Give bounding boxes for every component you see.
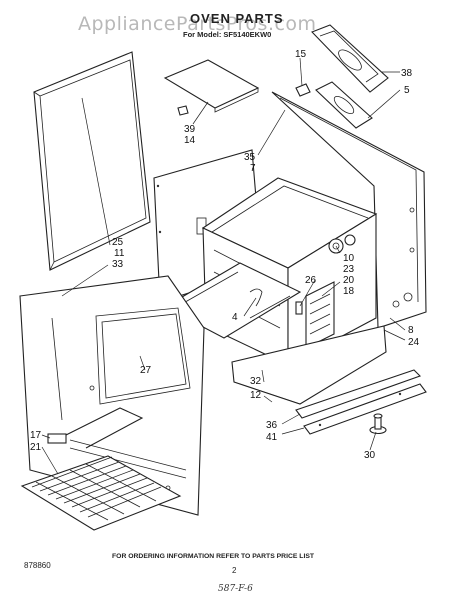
part-label-36: 36: [266, 420, 278, 431]
part-label-18: 18: [343, 286, 355, 297]
part-label-26: 26: [305, 275, 317, 286]
part-small-bracket: [177, 105, 189, 116]
part-label-32: 32: [250, 376, 262, 387]
page-number: 2: [232, 566, 237, 575]
part-front-frame: [19, 275, 205, 516]
part-label-14: 14: [184, 135, 196, 146]
part-right-side-panel: [271, 91, 427, 329]
handwritten-code: 587-F-6: [218, 584, 253, 594]
part-bottom-pan: [231, 325, 387, 405]
part-label-27: 27: [140, 365, 152, 376]
part-label-4: 4: [232, 312, 238, 323]
part-label-8: 8: [408, 325, 414, 336]
part-label-12: 12: [250, 390, 262, 401]
part-label-30: 30: [364, 450, 376, 461]
part-oven-rack: [20, 455, 182, 531]
part-label-15: 15: [295, 49, 307, 60]
part-label-23: 23: [343, 264, 355, 275]
watermark-text: AppliancePartsPros.com: [78, 13, 317, 35]
part-label-7: 7: [250, 163, 256, 174]
part-vent-gasket: [315, 81, 373, 129]
diagram-title: OVEN PARTS: [190, 11, 284, 26]
ordering-info-note: FOR ORDERING INFORMATION REFER TO PARTS …: [112, 553, 315, 560]
part-label-33: 33: [112, 259, 124, 270]
part-label-10: 10: [343, 253, 355, 264]
part-bake-element: [47, 407, 144, 449]
part-label-35: 35: [244, 152, 256, 163]
leader-lines: [41, 57, 406, 475]
part-label-11: 11: [114, 248, 125, 259]
diagram-code: 878860: [24, 561, 51, 570]
part-label-17: 17: [30, 430, 42, 441]
part-vent-duct: [311, 24, 389, 93]
part-label-5: 5: [404, 85, 410, 96]
part-label-20: 20: [343, 275, 355, 286]
part-label-39: 39: [184, 124, 196, 135]
part-left-side-panel: [33, 51, 151, 271]
part-drawer-slide-rails: [295, 369, 427, 435]
part-label-24: 24: [408, 337, 420, 348]
part-top-insulation: [163, 59, 260, 113]
part-clip: [295, 83, 311, 97]
part-label-38: 38: [401, 68, 413, 79]
part-label-21: 21: [30, 442, 42, 453]
part-label-25: 25: [112, 237, 124, 248]
diagram-subtitle: For Model: SF5140EKW0: [183, 30, 271, 39]
part-leveling-leg: [369, 413, 387, 435]
part-label-41: 41: [266, 432, 278, 443]
